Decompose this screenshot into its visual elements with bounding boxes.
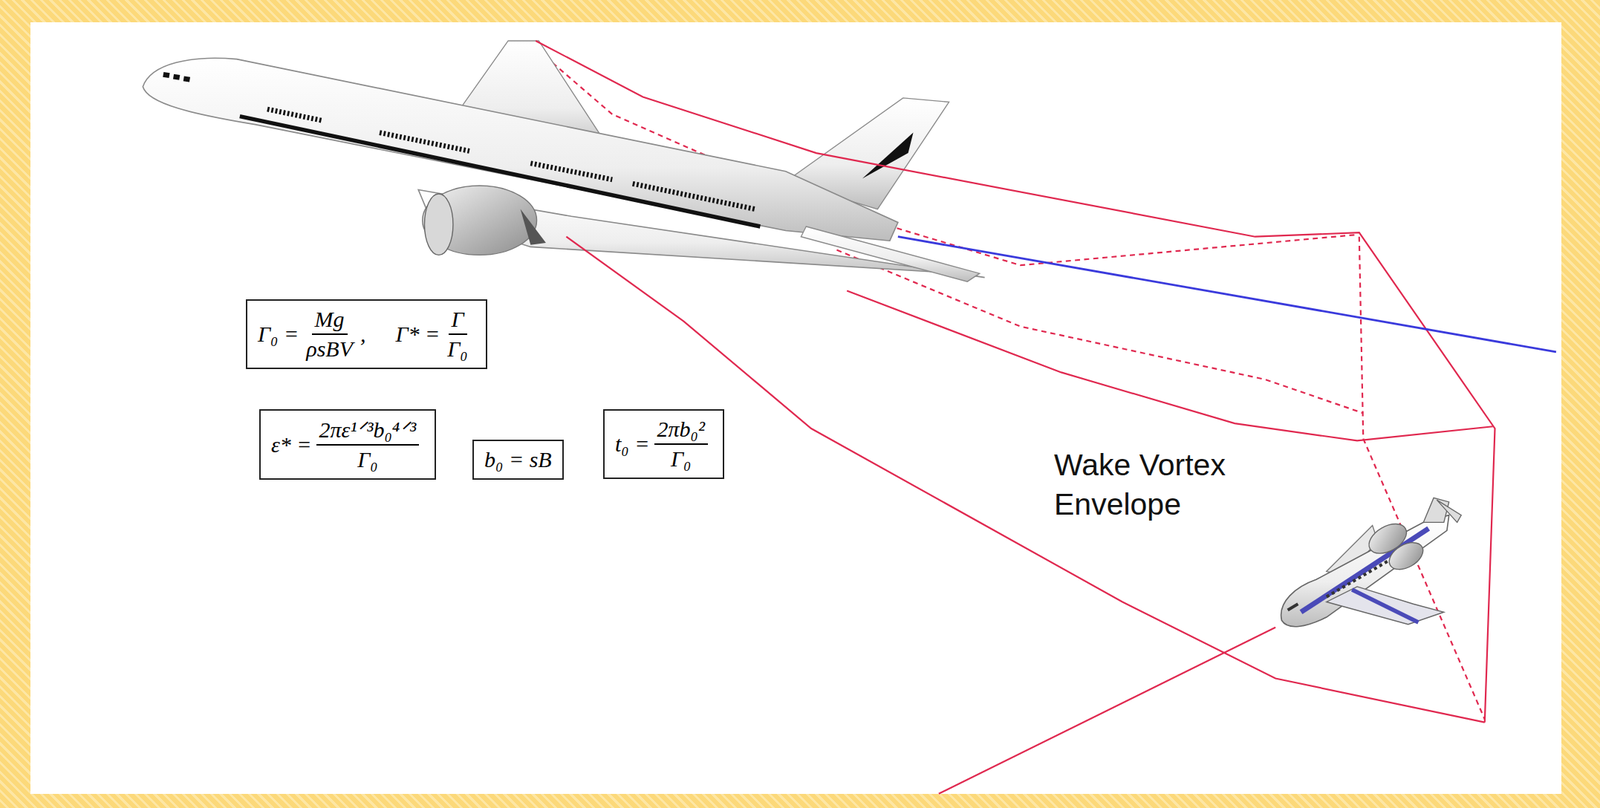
fraction: 2πb₀²Γ₀ [654,416,708,472]
numerator: 2πε¹ᐟ³b₀⁴ᐟ³ [316,416,420,446]
wake-envelope-back-part [1359,236,1485,720]
small-jet-part [1384,537,1428,575]
small-jet [1281,497,1462,627]
small-jet-part [1423,497,1449,523]
large-airliner-part [862,132,914,180]
figure-label: Wake Vortex Envelope [1054,445,1300,526]
fraction: MgρsBV [303,306,356,362]
formula-text: , [360,321,367,347]
small-jet-part [1281,515,1450,627]
wake-envelope-back-part [836,250,1364,414]
formula-text: b₀ = sB [484,447,552,473]
wake-envelope-back-part [846,291,1494,442]
denominator: ρsBV [303,335,356,362]
wake-envelope-front-part [535,40,1495,723]
page-ground [30,22,1562,795]
numerator: Mg [311,306,348,336]
small-jet-part [1351,589,1419,623]
large-airliner-part [163,74,191,80]
small-jet-part [1326,561,1388,598]
formula-box: b₀ = sB [472,439,564,480]
denominator: Γ₀ [444,335,471,362]
formula-text: Γ₀ = [257,321,299,347]
wake-envelope-front-part [566,236,1485,723]
small-jet-part [1436,499,1462,523]
formula-box: t₀ =2πb₀²Γ₀ [603,409,725,480]
wake-envelope-front [535,40,1495,723]
formula-text: t₀ = [615,431,650,457]
large-airliner-part [424,193,453,255]
small-jet-part [1326,586,1445,625]
wake-envelope-lower [938,627,1276,795]
large-airliner-part [422,185,538,255]
formula-box: Γ₀ =MgρsBV,Γ* =ΓΓ₀ [245,299,488,370]
numerator: 2πb₀² [654,416,708,445]
formula-text: ε* = [271,432,312,458]
formula-box: ε* =2πε¹ᐟ³b₀⁴ᐟ³Γ₀ [259,409,437,480]
large-airliner-part [800,226,980,282]
small-jet-part [1288,603,1299,610]
fraction: 2πε¹ᐟ³b₀⁴ᐟ³Γ₀ [316,416,420,473]
fraction: ΓΓ₀ [444,306,471,362]
formula-text: Γ* = [395,321,440,347]
large-airliner-part [520,209,546,246]
denominator: Γ₀ [667,444,695,472]
denominator: Γ₀ [354,445,382,473]
numerator: Γ [448,306,468,336]
flight-path [898,236,1557,353]
